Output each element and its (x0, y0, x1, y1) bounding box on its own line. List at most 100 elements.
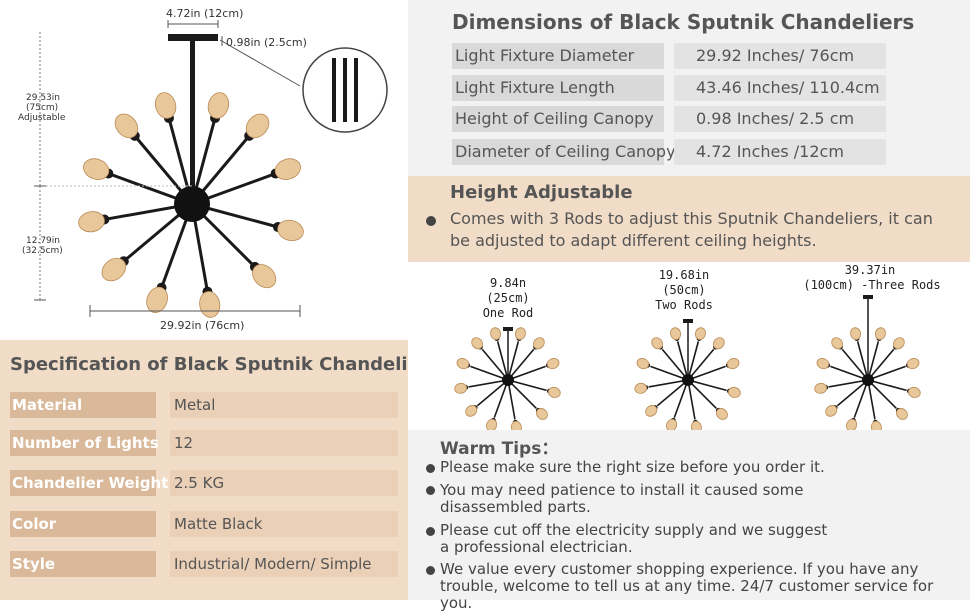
rod-option-drawings (454, 295, 921, 430)
spec-value: Industrial/ Modern/ Simple (170, 551, 398, 577)
spec-key: Style (10, 551, 156, 577)
arm (656, 379, 689, 407)
dim-row-length: Light Fixture Length 43.46 Inches/ 110.4… (452, 75, 886, 101)
specification-panel: Specification of Black Sputnik Chandelie… (0, 340, 439, 600)
spec-row-weight: Chandelier Weight 2.5 KG (10, 470, 398, 496)
bulb-icon (245, 113, 270, 139)
arm (687, 348, 715, 381)
mini-chandelier (814, 327, 921, 430)
spec-value: 2.5 KG (170, 470, 398, 496)
bulb-icon (510, 420, 522, 430)
ceiling-canopy (503, 327, 513, 331)
dim-length-value: 29.53in (26, 93, 60, 103)
arm (687, 379, 696, 420)
bulb-icon (83, 158, 110, 180)
dimensions-panel: Dimensions of Black Sputnik Chandeliers … (408, 0, 970, 176)
bulb-icon (78, 211, 105, 233)
bulb-icon (486, 418, 498, 430)
arm (853, 379, 869, 418)
arm (687, 365, 726, 381)
arm (867, 379, 876, 420)
rod-option-1-length: 9.84n (489, 276, 527, 290)
arm (687, 379, 727, 392)
bulb-icon (634, 382, 648, 394)
bulb-icon (670, 327, 682, 340)
bullet-icon (426, 216, 436, 226)
bulb-icon (533, 337, 545, 350)
rod-option-3-length: 39.37in (844, 263, 896, 277)
arm (661, 348, 689, 381)
bulb-icon (716, 408, 728, 420)
dim-key: Light Fixture Length (452, 75, 664, 101)
bulb-icon (726, 358, 740, 370)
tip-item: Please cut off the electricity supply an… (440, 521, 828, 556)
rod-option-2-name: Two Rods (655, 298, 713, 312)
bulb-icon (694, 327, 706, 340)
spec-row-number-of-lights: Number of Lights 12 (10, 430, 398, 456)
bulb-icon (870, 420, 882, 430)
bulb-icon (546, 358, 560, 370)
dim-body-metric: (32.5cm) (22, 246, 63, 256)
bulb-icon (636, 358, 650, 370)
bulb-icon (690, 420, 702, 430)
rod-option-2-length: 19.68in (658, 268, 710, 282)
bulb-icon (814, 382, 828, 394)
tip-item: You may need patience to install it caus… (440, 481, 804, 516)
arm (507, 348, 535, 381)
spec-row-color: Color Matte Black (10, 511, 398, 537)
bulb-icon (896, 408, 908, 420)
rod-option-1-metric: (25cm) (486, 291, 530, 305)
bulb-icon (846, 418, 858, 430)
suspension-rod (190, 41, 195, 191)
tip-item: Please make sure the right size before y… (440, 458, 825, 476)
specification-title: Specification of Black Sputnik Chandelie… (10, 354, 440, 375)
bulb-icon (906, 358, 920, 370)
height-adjustable-panel: Height Adjustable Comes with 3 Rods to a… (408, 176, 970, 262)
spec-key: Number of Lights (10, 430, 159, 456)
ceiling-canopy (683, 319, 693, 323)
arm (507, 379, 537, 409)
arm (493, 379, 509, 418)
dim-value: 0.98 Inches/ 2.5 cm (674, 106, 886, 132)
bulb-icon (874, 327, 886, 340)
arm (648, 379, 689, 388)
height-adjustable-title: Height Adjustable (450, 182, 633, 203)
arm (687, 379, 717, 409)
dim-key: Light Fixture Diameter (452, 43, 664, 69)
dim-row-canopy-diameter: Diameter of Ceiling Canopy 4.72 Inches /… (452, 139, 886, 165)
bulb-icon (154, 92, 177, 119)
bulb-icon (454, 382, 468, 394)
spec-row-style: Style Industrial/ Modern/ Simple (10, 551, 398, 577)
spec-row-material: Material Metal (10, 392, 398, 418)
chandelier-drawing: 4.72in (12cm) 0.98in (2.5cm) 29.53in (75… (18, 7, 388, 332)
center-sphere (174, 186, 210, 222)
dim-canopy-width: 4.72in (12cm) (166, 7, 243, 20)
dim-canopy-height: 0.98in (2.5cm) (226, 36, 307, 49)
ceiling-canopy (863, 295, 873, 299)
bulb-icon (713, 337, 725, 350)
dim-value: 43.46 Inches/ 110.4cm (674, 75, 886, 101)
bulb-icon (277, 219, 304, 242)
bulb-icon (666, 418, 678, 430)
bulb-icon (645, 405, 658, 417)
arm (496, 341, 509, 381)
dimensions-title: Dimensions of Black Sputnik Chandeliers (452, 10, 915, 34)
arm (856, 341, 869, 381)
arm (836, 379, 869, 407)
bullet-icon (426, 464, 435, 473)
arm (867, 348, 895, 381)
arm (867, 379, 907, 392)
dim-length-note: Adjustable (18, 113, 66, 123)
spec-key: Chandelier Weight (10, 470, 168, 496)
bulb-icon (199, 291, 221, 318)
bulb-icon (274, 158, 301, 180)
bulb-icon (114, 113, 139, 139)
dim-key: Diameter of Ceiling Canopy (452, 139, 676, 165)
bulb-icon (548, 386, 561, 398)
bullet-icon (426, 486, 435, 495)
bullet-icon (426, 527, 435, 536)
dim-value: 4.72 Inches /12cm (674, 139, 886, 165)
arm (476, 379, 509, 407)
bulb-icon (465, 405, 478, 417)
ceiling-canopy (168, 34, 218, 41)
